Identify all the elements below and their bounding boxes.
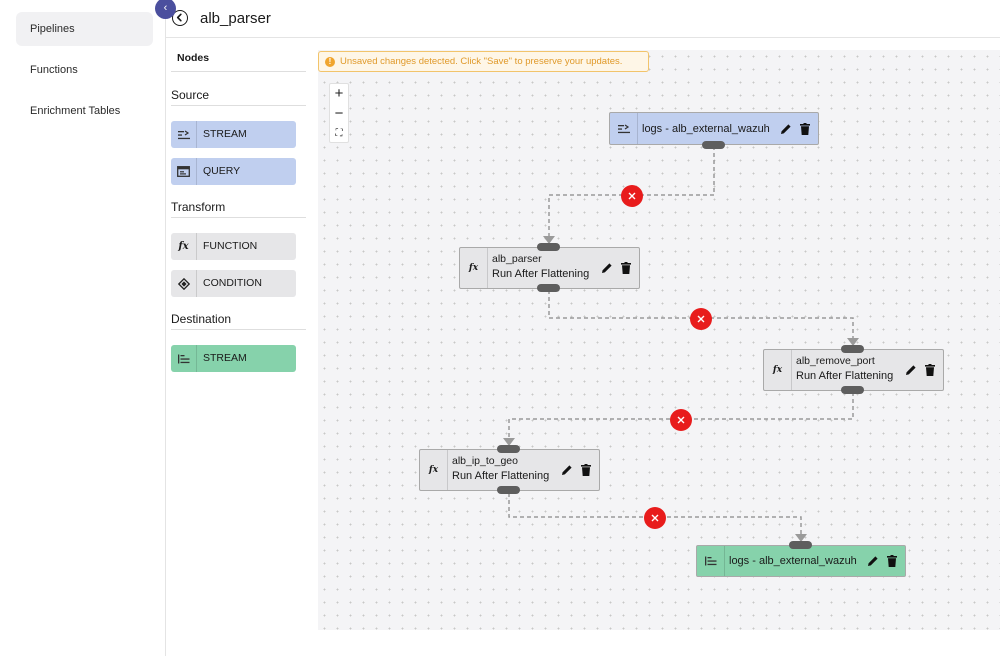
edit-icon[interactable] (904, 363, 918, 377)
input-handle[interactable] (789, 541, 812, 549)
close-icon (677, 416, 685, 424)
node-palette: Nodes Source STREAM QUERY Transform fx F… (171, 38, 306, 656)
node-function-sub: Run After Flattening (452, 470, 550, 482)
canvas-footer (318, 630, 1000, 656)
delete-icon[interactable] (923, 363, 937, 377)
query-icon (171, 158, 197, 185)
delete-edge-button[interactable] (690, 308, 712, 330)
divider (171, 105, 306, 106)
node-function-name: alb_remove_port (796, 355, 875, 367)
delete-edge-button[interactable] (621, 185, 643, 207)
function-icon: fx (460, 248, 488, 288)
warning-icon: ! (325, 57, 335, 67)
stream-source-icon (610, 113, 638, 144)
condition-icon (171, 270, 197, 297)
input-handle[interactable] (497, 445, 520, 453)
delete-edge-button[interactable] (670, 409, 692, 431)
delete-icon[interactable] (798, 122, 812, 136)
node-source-stream[interactable]: logs - alb_external_wazuh (609, 112, 819, 145)
edit-icon[interactable] (779, 122, 793, 136)
back-button[interactable] (172, 10, 188, 26)
node-function-sub: Run After Flattening (492, 268, 590, 280)
zoom-in-button[interactable]: + (334, 85, 344, 102)
delete-icon[interactable] (619, 261, 633, 275)
palette-item-label: QUERY (203, 165, 241, 177)
unsaved-changes-banner: ! Unsaved changes detected. Click "Save"… (318, 51, 649, 72)
edit-icon[interactable] (866, 554, 880, 568)
node-label: logs - alb_external_wazuh (642, 122, 770, 135)
function-icon: fx (420, 450, 448, 490)
node-label: logs - alb_external_wazuh (729, 555, 857, 567)
stream-destination-icon (697, 546, 725, 576)
input-handle[interactable] (537, 243, 560, 251)
divider (171, 217, 306, 218)
page-title: alb_parser (200, 10, 271, 27)
palette-item-label: STREAM (203, 352, 247, 364)
delete-edge-button[interactable] (644, 507, 666, 529)
fit-view-button[interactable]: ⛶ (335, 128, 343, 139)
palette-item-label: CONDITION (203, 277, 262, 289)
close-icon (628, 192, 636, 200)
palette-source-query[interactable]: QUERY (171, 158, 296, 185)
close-icon (651, 514, 659, 522)
section-title-source: Source (171, 88, 210, 102)
output-handle[interactable] (841, 386, 864, 394)
palette-item-label: STREAM (203, 128, 247, 140)
node-destination-stream[interactable]: logs - alb_external_wazuh (696, 545, 906, 577)
divider (171, 71, 306, 72)
stream-source-icon (171, 121, 197, 148)
palette-heading: Nodes (177, 52, 210, 64)
delete-icon[interactable] (885, 554, 899, 568)
output-handle[interactable] (537, 284, 560, 292)
palette-item-label: FUNCTION (203, 240, 258, 252)
back-arrow-icon (176, 13, 182, 22)
sidebar-collapse-button[interactable]: ‹ (155, 0, 176, 19)
node-function-alb-ip-to-geo[interactable]: fx alb_ip_to_geo Run After Flattening (419, 449, 600, 491)
nav-item-functions[interactable]: Functions (30, 64, 78, 76)
input-handle[interactable] (841, 345, 864, 353)
nav-item-enrichment-tables[interactable]: Enrichment Tables (30, 105, 121, 117)
stream-destination-icon (171, 345, 197, 372)
output-handle[interactable] (497, 486, 520, 494)
edit-icon[interactable] (600, 261, 614, 275)
close-icon (697, 315, 705, 323)
node-function-alb-parser[interactable]: fx alb_parser Run After Flattening (459, 247, 640, 289)
section-title-destination: Destination (171, 312, 232, 326)
node-function-name: alb_ip_to_geo (452, 455, 518, 467)
nav-item-pipelines[interactable]: Pipelines (16, 12, 153, 46)
node-function-sub: Run After Flattening (796, 370, 894, 382)
function-icon: fx (171, 233, 197, 260)
zoom-controls: + − ⛶ (329, 83, 349, 143)
palette-transform-condition[interactable]: CONDITION (171, 270, 296, 297)
edit-icon[interactable] (560, 463, 574, 477)
node-function-name: alb_parser (492, 253, 542, 265)
output-handle[interactable] (702, 141, 725, 149)
delete-icon[interactable] (579, 463, 593, 477)
banner-text: Unsaved changes detected. Click "Save" t… (340, 56, 623, 67)
chevron-left-icon: ‹ (163, 2, 168, 14)
section-title-transform: Transform (171, 200, 226, 214)
left-navigation: Pipelines Functions Enrichment Tables (0, 0, 166, 656)
zoom-out-button[interactable]: − (334, 105, 344, 122)
palette-destination-stream[interactable]: STREAM (171, 345, 296, 372)
divider (171, 329, 306, 330)
node-function-alb-remove-port[interactable]: fx alb_remove_port Run After Flattening (763, 349, 944, 391)
palette-transform-function[interactable]: fx FUNCTION (171, 233, 296, 260)
palette-source-stream[interactable]: STREAM (171, 121, 296, 148)
function-icon: fx (764, 350, 792, 390)
page-header: alb_parser (166, 0, 1000, 38)
